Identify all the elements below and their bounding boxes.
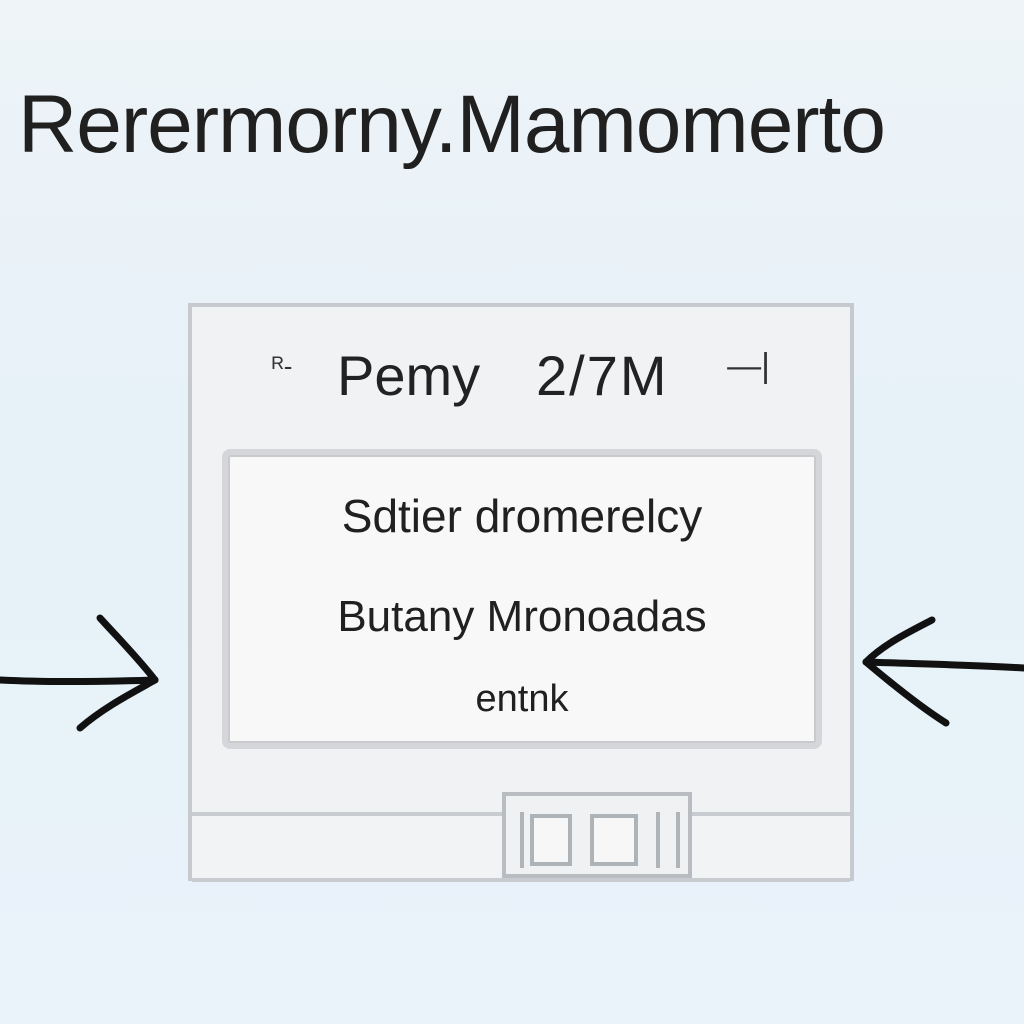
bottom-control[interactable] [502,792,692,878]
right-arrow-icon [0,610,170,740]
message-line-2: Butany Mronoadas [337,592,707,641]
control-divider-right-b [676,812,680,868]
control-cell-middle[interactable] [590,814,638,866]
left-arrow-icon [854,616,1024,750]
device-widget: ᴿ- Pemy 2/7M —| Sdtier dromerelcy Butany… [188,303,854,882]
page-title: Rerermorny.Mamomerto [18,79,886,170]
control-divider-left [520,812,524,868]
control-divider-right-a [656,812,660,868]
widget-title: Pemy [337,344,481,407]
widget-header: ᴿ- Pemy 2/7M —| [192,341,850,411]
message-line-3: entnk [475,678,569,720]
header-left-glyph: ᴿ- [272,351,293,381]
header-right-glyph: —| [727,347,770,385]
message-panel: Sdtier dromerelcy Butany Mronoadas entnk [222,449,822,749]
control-cell-left[interactable] [530,814,572,866]
message-line-1: Sdtier dromerelcy [341,490,703,542]
widget-datetime: 2/7M [536,344,669,407]
